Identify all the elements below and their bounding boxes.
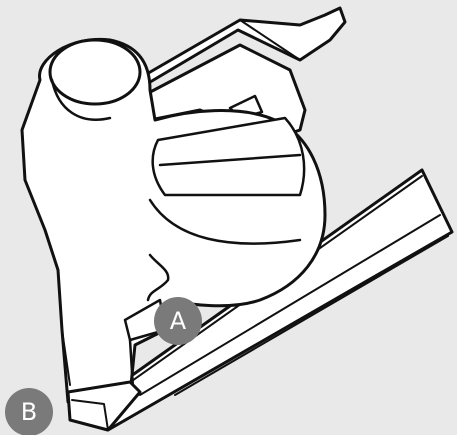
callout-b: B xyxy=(5,388,53,435)
tool-body xyxy=(20,37,327,404)
magazine-nose xyxy=(66,380,142,432)
top-rail xyxy=(138,6,347,90)
callout-a: A xyxy=(154,297,202,345)
